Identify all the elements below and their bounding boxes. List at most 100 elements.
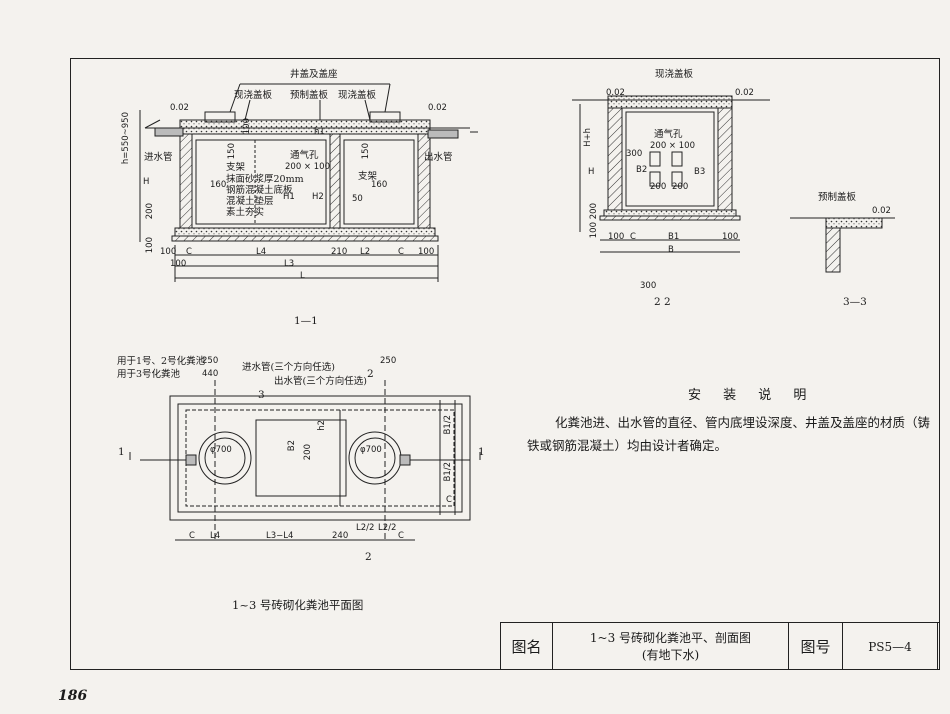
title-number-value: PS5—4: [843, 623, 938, 670]
label-2-2-d200b: 200: [672, 182, 689, 192]
label-bracket-right: 支架: [358, 171, 378, 182]
label-plan-outlet: 出水管(三个方向任选): [274, 376, 367, 387]
dim-plan-h2: h2: [317, 420, 327, 431]
label-outlet-pipe: 出水管: [424, 152, 453, 163]
label-manhole-left: φ700: [210, 445, 232, 455]
label-vent-hole: 通气孔: [290, 150, 319, 161]
caption-plan-view: 1~3 号砖砌化粪池平面图: [232, 598, 364, 612]
title-block: 图名 1~3 号砖砌化粪池平、剖面图 (有地下水) 图号 PS5—4: [500, 622, 940, 670]
dim-150b: 150: [361, 143, 371, 160]
title-name-line1: 1~3 号砖砌化粪池平、剖面图: [589, 630, 752, 645]
section-mark-2-bottom: 2: [365, 551, 372, 563]
section-1-1-linework: [139, 83, 478, 282]
dim-2-2-100a: 100: [589, 222, 599, 239]
label-cast-slab-right: 现浇盖板: [338, 90, 377, 101]
label-vent-size: 200 × 100: [285, 162, 330, 172]
label-2-2-slope-left: 0.02: [606, 88, 625, 98]
dim-2-2-B3: B3: [694, 167, 706, 177]
label-manhole-right: φ700: [360, 445, 382, 455]
dim-100b: 100: [145, 237, 155, 254]
label-layer-rc-slab: 钢筋混凝土底板: [226, 185, 293, 196]
section-mark-1-right: 1: [478, 446, 485, 458]
label-2-2-vent-size: 200 × 100: [650, 141, 695, 151]
label-layer-soil: 素土夯实: [226, 207, 265, 218]
title-number-label: 图号: [789, 623, 843, 670]
label-layer-concrete: 混凝土垫层: [226, 196, 274, 207]
label-note-3: 用于3号化粪池: [117, 369, 181, 380]
label-slope-left: 0.02: [170, 103, 189, 113]
title-name-value: 1~3 号砖砌化粪池平、剖面图 (有地下水): [553, 623, 789, 670]
dim-L2: L2: [360, 247, 371, 257]
label-2-2-vent-hole: 通气孔: [654, 129, 683, 140]
dim-2-2-H: H: [588, 167, 595, 177]
dim-plan-B2: B2: [287, 440, 297, 452]
page-number: 186: [58, 688, 88, 704]
dim-100e: 100: [170, 259, 187, 269]
dim-160b: 160: [371, 180, 388, 190]
dim-150a: 150: [227, 143, 237, 160]
label-slope-right: 0.02: [428, 103, 447, 113]
drawing-frame: [70, 58, 940, 670]
section-mark-3: 3: [258, 389, 265, 401]
label-cast-slab-left: 现浇盖板: [234, 90, 273, 101]
dim-L4: L4: [256, 247, 267, 257]
dim-plan-200: 200: [303, 444, 313, 461]
dim-plan-240: 240: [332, 531, 349, 541]
dim-2-2-B: B: [668, 245, 674, 255]
dim-plan-C1: C: [189, 531, 195, 541]
caption-section-1-1: 1—1: [294, 315, 318, 327]
label-inlet-pipe: 进水管: [144, 152, 173, 163]
notes-title: 安 装 说 明: [688, 388, 816, 403]
dim-plan-250b: 250: [380, 356, 397, 366]
plan-view-linework: [129, 380, 481, 541]
title-name-label: 图名: [501, 623, 553, 670]
dim-2-2-Hh: H+h: [583, 128, 593, 147]
dim-L3: L3: [284, 259, 295, 269]
label-2-2-d300: 300: [626, 149, 643, 159]
dim-plan-B1a: B1/2: [443, 415, 453, 435]
dim-C1: C: [186, 247, 192, 257]
label-bracket-left: 支架: [226, 162, 246, 173]
dim-100a: 100: [242, 118, 252, 135]
dim-H: H: [143, 177, 150, 187]
label-2-2-cast-slab: 现浇盖板: [655, 69, 694, 80]
label-cover-seat: 井盖及盖座: [290, 69, 338, 80]
dim-210: 210: [331, 247, 348, 257]
dim-H1: H1: [283, 192, 295, 202]
label-depth: h=550~950: [121, 112, 131, 165]
dim-50: 50: [352, 194, 363, 204]
dim-plan-L2a: L2/2: [356, 523, 375, 533]
dim-plan-C3: C: [446, 495, 452, 505]
dim-2-2-100c: 100: [722, 232, 739, 242]
label-precast-slab: 预制盖板: [290, 90, 329, 101]
caption-section-2-2: 2 2: [654, 296, 671, 308]
section-2-2-linework: [572, 95, 770, 253]
label-3-3-slope: 0.02: [872, 206, 891, 216]
section-mark-2-top: 2: [367, 368, 374, 380]
title-name-line2: (有地下水): [641, 647, 700, 662]
dim-2-2-C: C: [630, 232, 636, 242]
label-3-3-precast-slab: 预制盖板: [818, 192, 857, 203]
dim-2-2-B1: B1: [668, 232, 680, 242]
caption-section-3-3: 3—3: [843, 296, 867, 308]
dim-h1: h1: [314, 127, 325, 137]
dim-plan-L2b: L2/2: [378, 523, 397, 533]
dim-100c: 100: [160, 247, 177, 257]
dim-plan-440: 440: [202, 369, 219, 379]
label-layer-mortar: 抹面砂浆厚20mm: [226, 174, 304, 185]
section-3-3-linework: [790, 217, 895, 273]
dim-200: 200: [145, 203, 155, 220]
dim-plan-C2: C: [398, 531, 404, 541]
dim-2-2-B2: B2: [636, 165, 648, 175]
dim-L: L: [300, 271, 305, 281]
dim-plan-B1b: B1/2: [443, 462, 453, 482]
dim-100d: 100: [418, 247, 435, 257]
dim-2-2-200: 200: [589, 203, 599, 220]
label-note-1-2: 用于1号、2号化粪池: [117, 356, 206, 367]
dim-C2: C: [398, 247, 404, 257]
label-2-2-d300b: 300: [640, 281, 657, 291]
label-2-2-d200a: 200: [650, 182, 667, 192]
label-2-2-slope-right: 0.02: [735, 88, 754, 98]
dim-H2: H2: [312, 192, 324, 202]
section-mark-1-left: 1: [118, 446, 125, 458]
